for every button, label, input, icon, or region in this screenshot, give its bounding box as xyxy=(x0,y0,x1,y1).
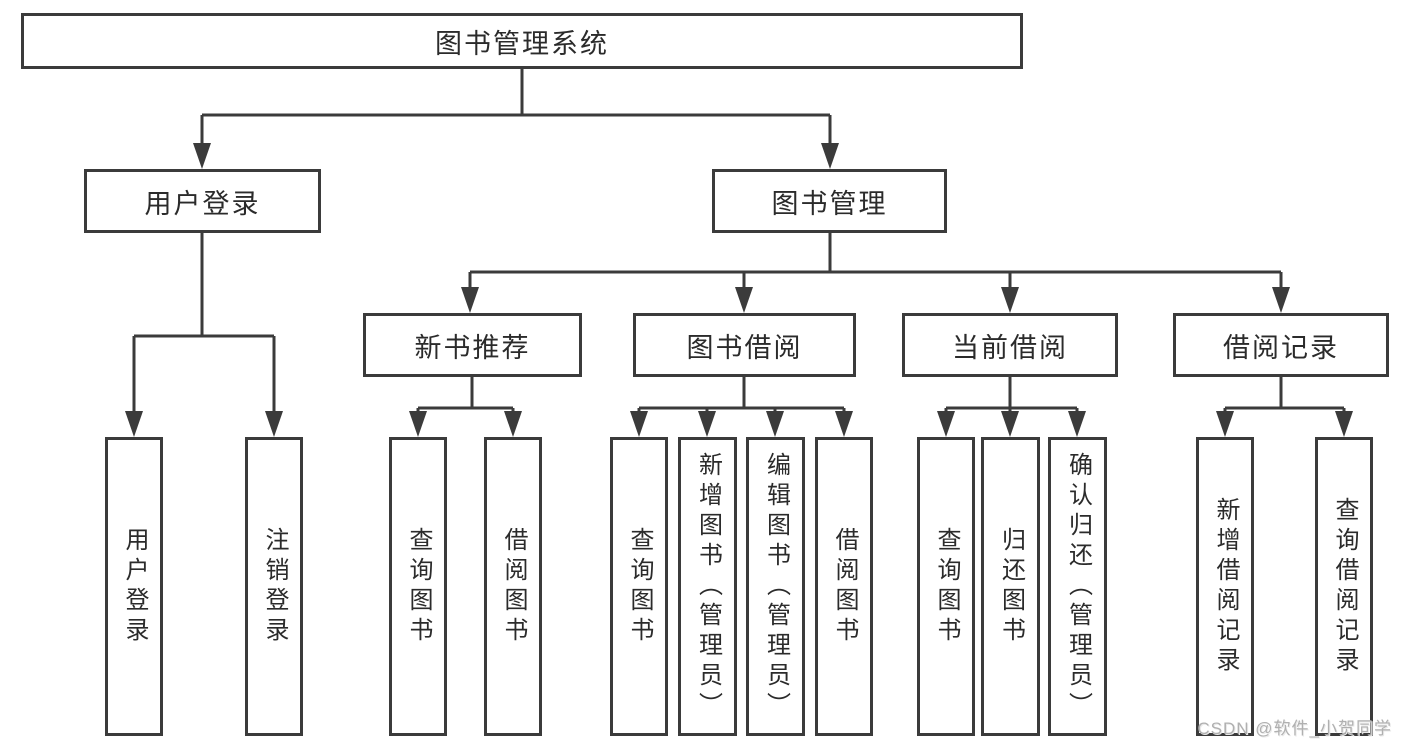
node-root-library-system: 图书管理系统 xyxy=(21,13,1023,69)
node-book-borrowing: 图书借阅 xyxy=(633,313,856,377)
leaf-borrow-books: 借阅图书 xyxy=(815,437,873,736)
connector-paths xyxy=(132,69,1346,413)
arrow-heads xyxy=(125,143,1353,437)
leaf-borrowing-query-books: 查询图书 xyxy=(610,437,668,736)
leaf-current-query-books: 查询图书 xyxy=(917,437,975,736)
node-current-borrowing: 当前借阅 xyxy=(902,313,1118,377)
leaf-logout: 注销登录 xyxy=(245,437,303,736)
leaf-query-borrow-record: 查询借阅记录 xyxy=(1315,437,1373,736)
leaf-add-borrow-record: 新增借阅记录 xyxy=(1196,437,1254,736)
node-user-login: 用户登录 xyxy=(84,169,321,233)
leaf-confirm-return-admin: 确认归还（管理员） xyxy=(1048,437,1107,736)
node-borrowing-records: 借阅记录 xyxy=(1173,313,1389,377)
leaf-add-books-admin: 新增图书（管理员） xyxy=(678,437,737,736)
leaf-edit-books-admin: 编辑图书（管理员） xyxy=(746,437,805,736)
leaf-recommend-query-books: 查询图书 xyxy=(389,437,447,736)
node-book-management: 图书管理 xyxy=(712,169,947,233)
csdn-watermark: CSDN @软件_小贺同学 xyxy=(1197,719,1392,738)
node-new-book-recommend: 新书推荐 xyxy=(363,313,582,377)
leaf-user-login: 用户登录 xyxy=(105,437,163,736)
leaf-recommend-borrow-books: 借阅图书 xyxy=(484,437,542,736)
leaf-return-books: 归还图书 xyxy=(981,437,1040,736)
